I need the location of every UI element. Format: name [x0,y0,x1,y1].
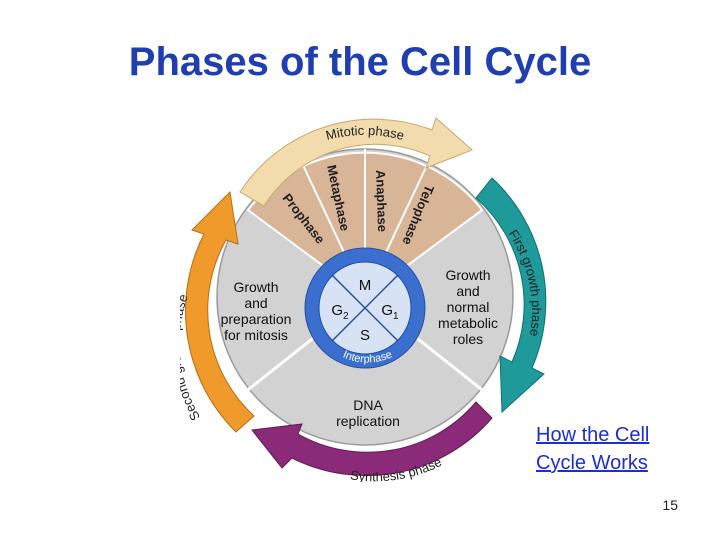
second-growth-arrow [185,190,255,433]
s-text-line-2: replication [336,413,400,429]
g2-text-line-3: preparation [221,311,292,327]
g1-text-line-2: and [456,283,479,299]
slide-title: Phases of the Cell Cycle [128,40,592,84]
center-g2-label: G2 [331,302,349,322]
center-s-label: S [360,327,370,344]
g1-text-line-4: metabolic [438,315,498,331]
cell-cycle-diagram: Mitotic phase First growth phase Second … [180,117,547,482]
g1-text-line-3: normal [447,299,490,315]
how-cell-cycle-works-link[interactable]: How the Cell Cycle Works [536,424,650,474]
s-text-line-1: DNA [353,397,383,413]
g2-text-line-2: and [244,295,267,311]
interphase-label: Interphase [341,349,394,366]
synthesis-arrow [251,401,493,477]
center-g1-label: G1 [381,302,399,322]
svg-text:Mitotic phase: Mitotic phase [324,123,406,143]
anaphase-label: Anaphase [373,170,390,233]
g2-text-line-4: for mitosis [224,327,288,343]
mitotic-phase-label: Mitotic phase [324,123,406,143]
mitotic-phase-arrow [239,117,473,207]
g1-text-line-1: Growth [445,267,490,283]
center-m-label: M [359,277,372,294]
svg-text:Interphase: Interphase [341,349,394,366]
first-growth-arrow [475,177,547,414]
g2-text-line-1: Growth [233,279,278,295]
g1-text-line-5: roles [453,331,483,347]
slide-number: 15 [662,497,678,513]
